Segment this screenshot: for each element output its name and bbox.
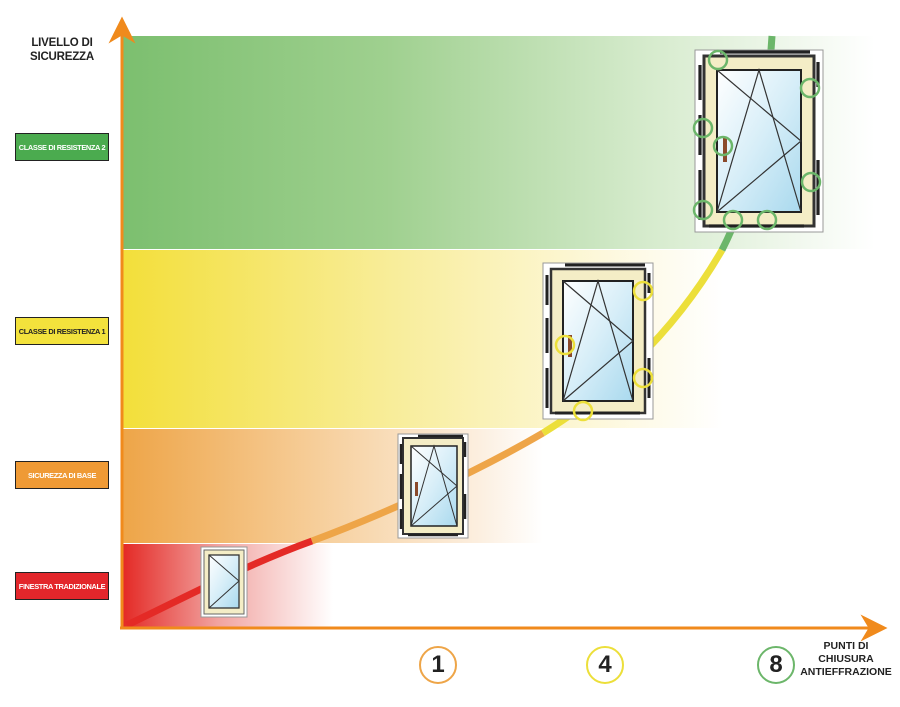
- x-tick-1: 1: [419, 646, 457, 684]
- window-class2-icon: [692, 49, 824, 233]
- window-basic-icon: [397, 433, 469, 539]
- y-axis-label: LIVELLO DI SICUREZZA: [29, 37, 94, 63]
- x-tick-4: 4: [586, 646, 624, 684]
- window-traditional-icon: [200, 546, 248, 618]
- level-label-classe-1: CLASSE DI RESISTENZA 1: [15, 317, 109, 345]
- level-label-classe-2: CLASSE DI RESISTENZA 2: [15, 133, 109, 161]
- x-tick-8: 8: [757, 646, 795, 684]
- band-sicurezza-base: [123, 429, 543, 543]
- level-label-finestra-tradizionale: FINESTRA TRADIZIONALE: [15, 572, 109, 600]
- window-class1-icon: [542, 262, 654, 422]
- x-axis-label: PUNTI DI CHIUSURA ANTIEFFRAZIONE: [800, 640, 892, 678]
- level-label-sicurezza-base: SICUREZZA DI BASE: [15, 461, 109, 489]
